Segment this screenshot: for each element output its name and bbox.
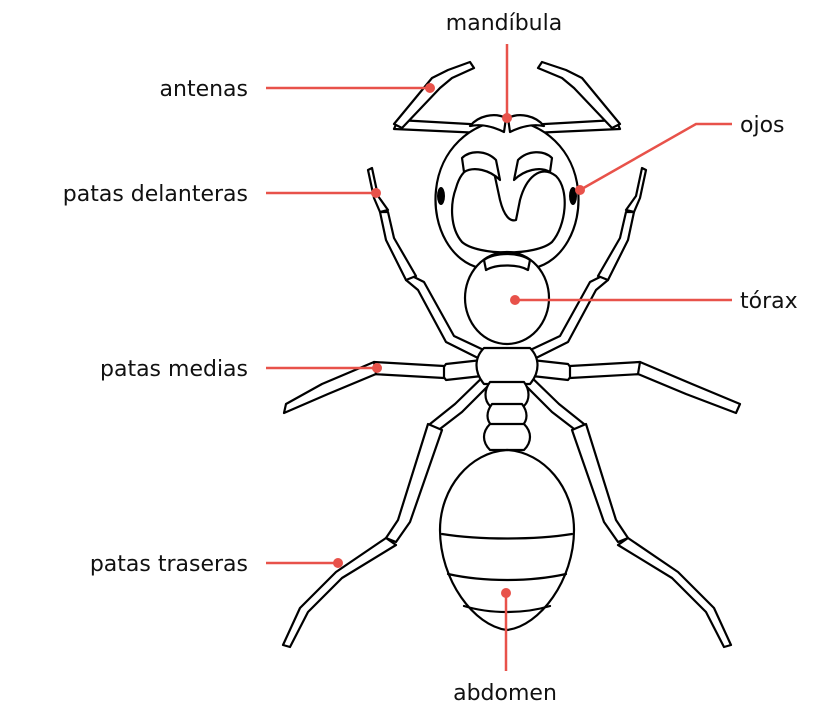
label-mandibula: mandíbula xyxy=(446,11,562,36)
thorax xyxy=(465,252,549,344)
head xyxy=(435,115,578,268)
leader-dot-antenas xyxy=(425,83,435,93)
label-ojos: ojos xyxy=(740,113,785,138)
leader-dot-patas-delanteras xyxy=(371,188,381,198)
label-abdomen: abdomen xyxy=(453,681,557,706)
left-eye xyxy=(437,187,445,205)
leader-ojos xyxy=(580,124,732,190)
leader-dot-patas-medias xyxy=(372,363,382,373)
leader-dot-torax xyxy=(510,295,520,305)
label-torax: tórax xyxy=(740,289,798,314)
label-antenas: antenas xyxy=(160,77,248,102)
leader-dot-mandibula xyxy=(502,113,512,123)
labels: mandíbula antenas ojos patas delanteras … xyxy=(63,11,798,706)
label-patas-traseras: patas traseras xyxy=(90,552,248,577)
leader-dot-patas-traseras xyxy=(333,558,343,568)
petiole xyxy=(477,348,538,450)
ant-illustration xyxy=(283,62,740,647)
label-patas-delanteras: patas delanteras xyxy=(63,182,248,207)
leader-dot-abdomen xyxy=(501,588,511,598)
leader-dot-ojos xyxy=(575,185,585,195)
label-patas-medias: patas medias xyxy=(100,357,248,382)
